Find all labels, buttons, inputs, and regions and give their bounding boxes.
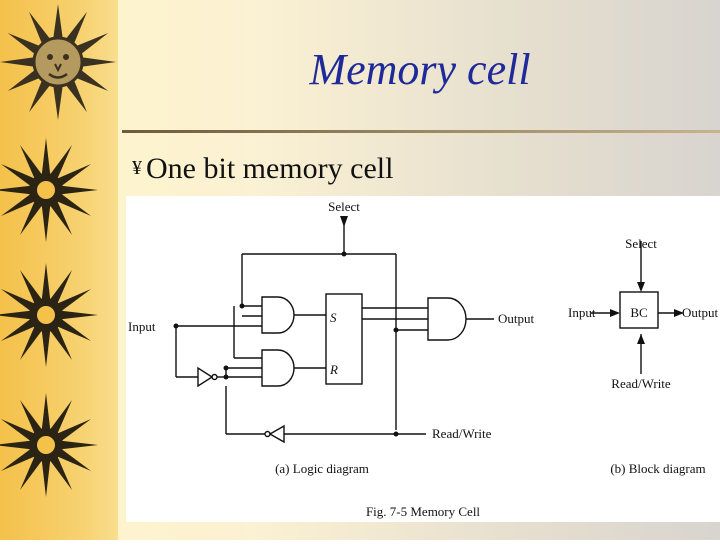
block-read-write-label: Read/Write (611, 376, 671, 391)
sunburst-decor (0, 4, 116, 497)
input-label: Input (128, 319, 156, 334)
output-label: Output (498, 311, 535, 326)
sunburst-icon (0, 138, 99, 242)
block-input-label: Input (568, 305, 596, 320)
sunburst-icon (0, 393, 99, 497)
block-bc-label: BC (630, 305, 647, 320)
read-write-label: Read/Write (432, 426, 492, 441)
figure-caption: Fig. 7-5 Memory Cell (366, 504, 480, 519)
latch-s-label: S (330, 310, 337, 325)
block-diagram-caption: (b) Block diagram (610, 461, 705, 476)
sunburst-icon (0, 263, 99, 367)
slide-title: Memory cell (309, 45, 531, 94)
sun-face-icon (0, 4, 116, 120)
select-label: Select (328, 199, 360, 214)
memory-cell-figure: Select Input Output Read/Write S R (a) L… (126, 196, 720, 522)
decorative-left-strip (0, 0, 118, 540)
block-select-label: Select (625, 236, 657, 251)
title-divider (122, 130, 720, 133)
logic-diagram-caption: (a) Logic diagram (275, 461, 369, 476)
block-output-label: Output (682, 305, 719, 320)
bullet-text: One bit memory cell (146, 152, 394, 185)
memory-cell-diagram: Select Input Output Read/Write S R (a) L… (128, 199, 719, 519)
bullet-star-icon: ¥ (132, 157, 142, 179)
latch-r-label: R (329, 362, 338, 377)
bullet-item: ¥One bit memory cell (132, 152, 393, 186)
